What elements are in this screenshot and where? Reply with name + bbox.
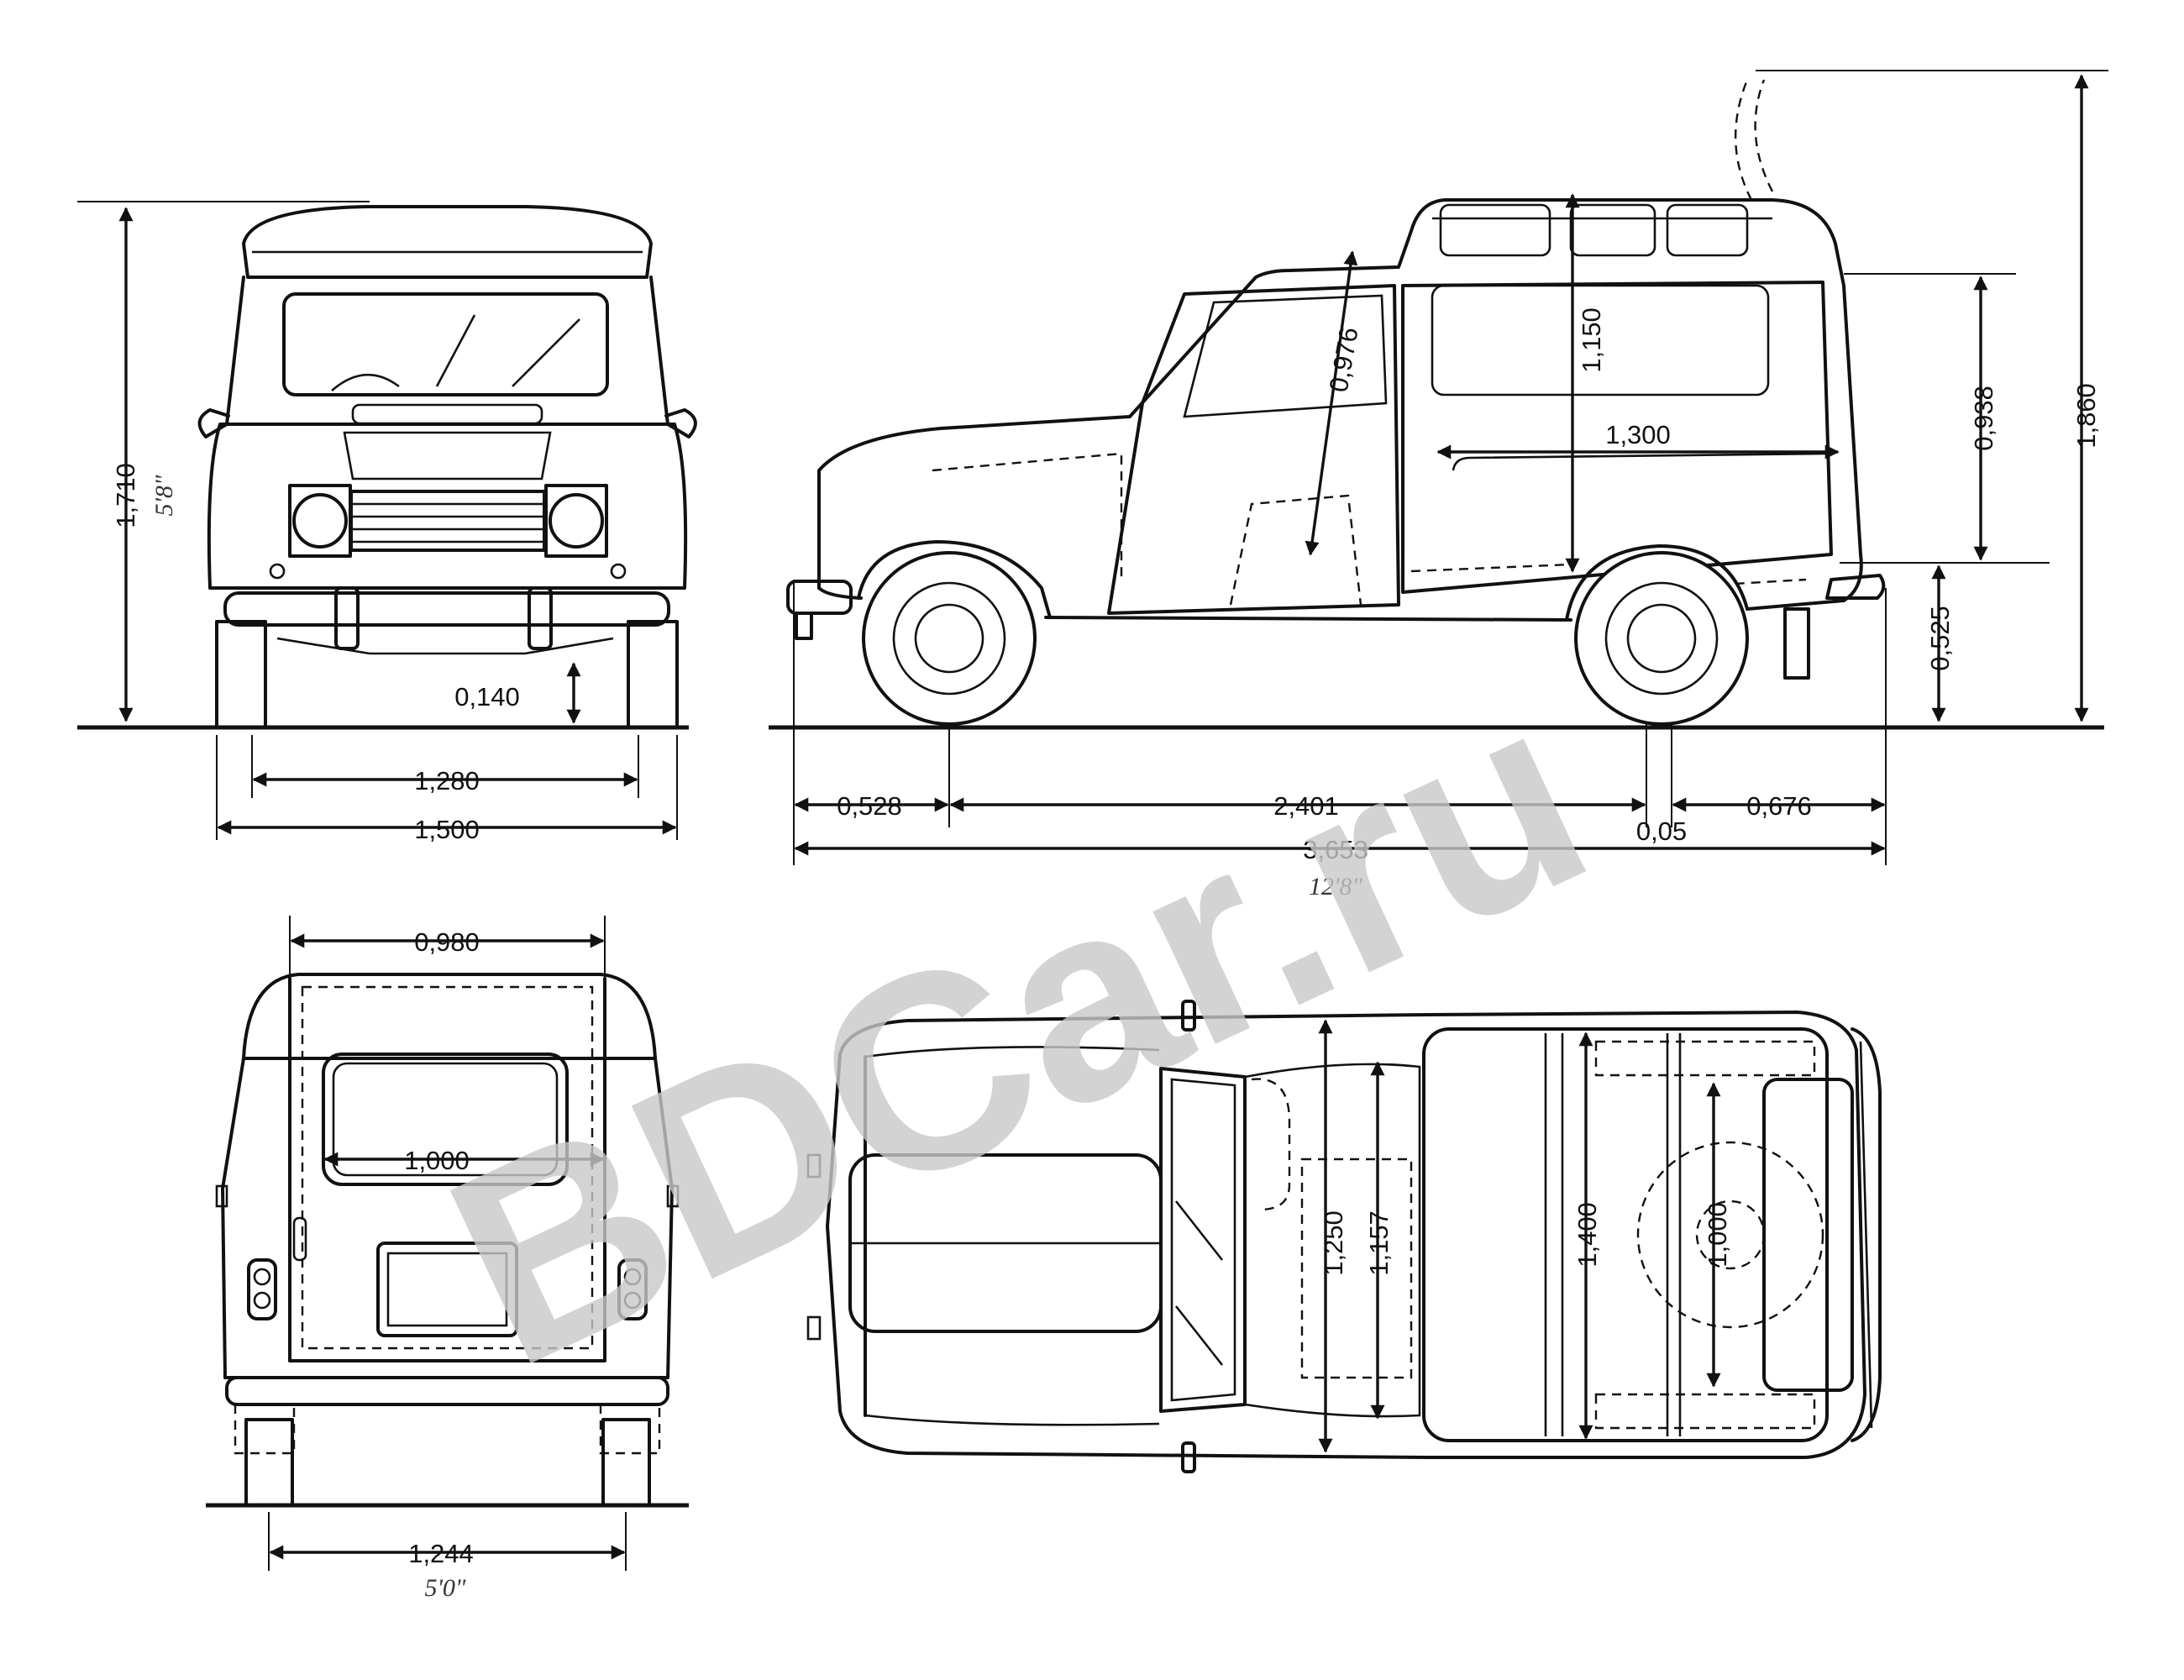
wheel-arch-width-label: 1,000	[1703, 1202, 1732, 1268]
rear-track-imperial-label: 5'0"	[424, 1574, 465, 1602]
rear-door-width-label: 0,980	[414, 927, 480, 957]
cargo-width-label: 1,400	[1572, 1202, 1602, 1268]
rear-left-wheel	[244, 1418, 294, 1507]
open-rear-door-outline	[1734, 79, 1753, 201]
side-rear-bumper	[1825, 574, 1886, 600]
cab-door	[1107, 284, 1400, 615]
door-opening-width-label: 1,157	[1364, 1210, 1394, 1276]
spare-wheel-outline	[1636, 1141, 1824, 1329]
license-plate-panel	[376, 1242, 518, 1337]
ground-clearance-label: 0,140	[454, 682, 520, 711]
rear-window-width-label: 1,000	[404, 1146, 470, 1175]
rear-wheel-arch	[1565, 544, 1749, 622]
front-track-label: 1,280	[414, 766, 480, 795]
rear-left-light	[247, 1258, 277, 1320]
front-view: 1,710 5'8" 0,140 1,280 1,500	[77, 201, 697, 844]
top-left-mirror	[1181, 1000, 1196, 1032]
rear-view: 0,980 1,000 1,244 5'0"	[206, 916, 689, 1602]
rear-overhang-label: 0,676	[1746, 791, 1812, 821]
rear-opening-height-label: 0,938	[1969, 386, 1998, 451]
overall-length-imperial-label: 12'8"	[1309, 873, 1362, 900]
rear-right-light	[617, 1258, 648, 1320]
overall-height-imperial-label: 5'8"	[150, 475, 178, 516]
cargo-roof	[1422, 1027, 1829, 1442]
door-height-dim	[1305, 250, 1358, 556]
left-mirror	[197, 408, 230, 438]
cargo-side-panel	[1401, 281, 1833, 594]
wheel-offset-label: 0,05	[1636, 816, 1687, 846]
overall-length-label: 3,653	[1303, 835, 1368, 864]
door-height-label: 0,976	[1324, 325, 1364, 394]
top-rear-bumper	[1851, 1027, 1882, 1442]
rear-right-wheel	[601, 1418, 651, 1507]
right-headlight	[549, 493, 604, 549]
cargo-height-label: 1,150	[1577, 307, 1606, 373]
front-overhang-label: 0,528	[837, 791, 902, 821]
wheelbase-label: 2,401	[1273, 791, 1339, 821]
cargo-length-label: 1,300	[1605, 420, 1671, 449]
side-rear-wheel	[1574, 551, 1749, 726]
side-front-wheel	[862, 551, 1037, 726]
side-view: 0,528 2,401 0,676 0,05 3,653 12'8" 0,976…	[769, 70, 2108, 900]
top-right-mirror	[1181, 1441, 1196, 1473]
rear-window	[322, 1053, 569, 1186]
cab-width-label: 1,250	[1319, 1210, 1348, 1276]
left-headlight	[292, 493, 348, 549]
max-height-label: 1,860	[2071, 383, 2101, 449]
rear-door	[288, 977, 606, 1362]
side-front-bumper	[786, 580, 853, 615]
top-view: 1,250 1,157 1,400 1,000	[806, 1000, 1882, 1473]
front-right-wheel	[627, 620, 679, 729]
rear-track-label: 1,244	[408, 1539, 474, 1568]
overall-height-label: 1,710	[111, 463, 140, 528]
overall-width-label: 1,500	[414, 815, 480, 844]
front-wheel-arch	[857, 540, 1052, 619]
top-body-outline	[826, 1011, 1866, 1459]
right-mirror	[664, 408, 697, 438]
load-sill-height-label: 0,525	[1925, 606, 1955, 671]
front-left-wheel	[215, 620, 267, 729]
windscreen	[282, 292, 609, 396]
rear-bumper	[225, 1376, 669, 1406]
front-bumper	[223, 591, 670, 627]
